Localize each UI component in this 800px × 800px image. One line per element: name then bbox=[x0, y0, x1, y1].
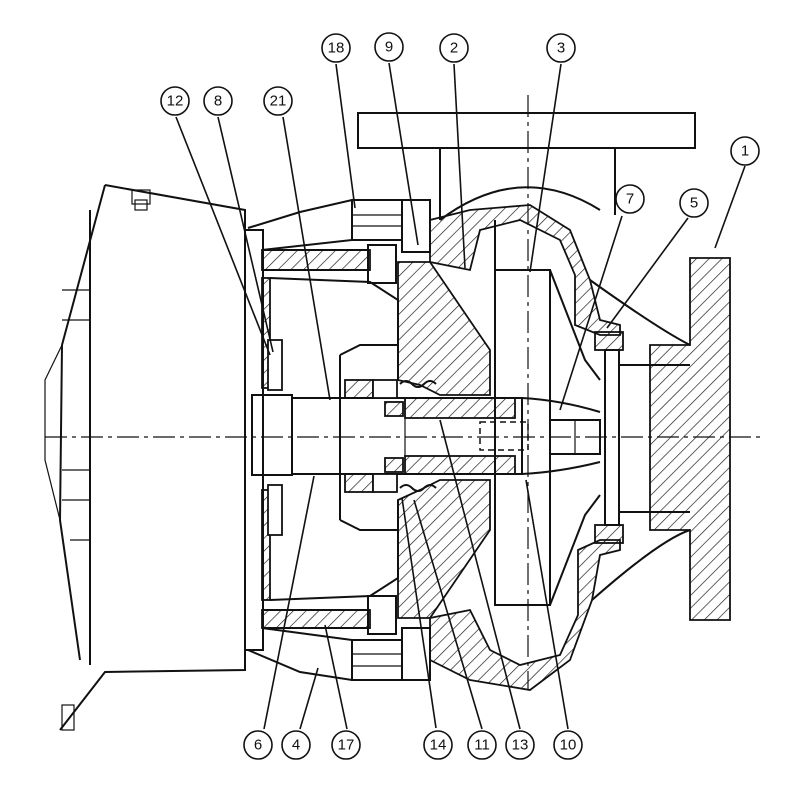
motor-fins bbox=[62, 289, 90, 541]
callout-5: 5 bbox=[679, 188, 709, 218]
callout-4: 4 bbox=[281, 730, 311, 760]
deflector bbox=[261, 277, 399, 601]
adapter-bracket bbox=[247, 198, 371, 682]
svg-text:21: 21 bbox=[270, 93, 287, 110]
callout-6: 6 bbox=[243, 730, 273, 760]
callout-3: 3 bbox=[546, 33, 576, 63]
callout-1: 1 bbox=[730, 136, 760, 166]
mechanical-seal bbox=[344, 379, 437, 493]
svg-text:1: 1 bbox=[741, 143, 749, 160]
callout-2: 2 bbox=[439, 33, 469, 63]
shaft-sleeve bbox=[404, 397, 516, 475]
suction-flange bbox=[620, 257, 731, 621]
callouts: 1 2 3 4 5 6 7 8 9 10 11 bbox=[160, 32, 760, 760]
svg-text:4: 4 bbox=[292, 737, 300, 754]
svg-text:13: 13 bbox=[512, 737, 529, 754]
callout-8: 8 bbox=[203, 86, 233, 116]
callout-21: 21 bbox=[263, 86, 293, 116]
discharge-flange bbox=[357, 112, 696, 221]
svg-text:6: 6 bbox=[254, 737, 262, 754]
svg-text:8: 8 bbox=[214, 93, 222, 110]
svg-text:18: 18 bbox=[328, 40, 345, 57]
callout-10: 10 bbox=[553, 730, 583, 760]
svg-text:2: 2 bbox=[450, 40, 458, 57]
leader-lines bbox=[175, 62, 746, 730]
callout-18: 18 bbox=[321, 33, 351, 63]
svg-text:3: 3 bbox=[557, 40, 565, 57]
callout-11: 11 bbox=[467, 730, 497, 760]
svg-text:7: 7 bbox=[626, 191, 634, 208]
callout-7: 7 bbox=[615, 184, 645, 214]
callout-12: 12 bbox=[160, 86, 190, 116]
svg-text:12: 12 bbox=[167, 93, 184, 110]
svg-text:5: 5 bbox=[690, 195, 698, 212]
svg-text:10: 10 bbox=[560, 737, 577, 754]
seal-chamber bbox=[339, 261, 491, 619]
svg-text:9: 9 bbox=[385, 39, 393, 56]
callout-9: 9 bbox=[374, 32, 404, 62]
callout-14: 14 bbox=[423, 730, 453, 760]
svg-text:17: 17 bbox=[338, 737, 355, 754]
callout-13: 13 bbox=[505, 730, 535, 760]
svg-text:14: 14 bbox=[430, 737, 447, 754]
center-lines bbox=[45, 95, 760, 690]
motor bbox=[44, 184, 246, 731]
svg-text:11: 11 bbox=[474, 737, 490, 754]
callout-17: 17 bbox=[331, 730, 361, 760]
